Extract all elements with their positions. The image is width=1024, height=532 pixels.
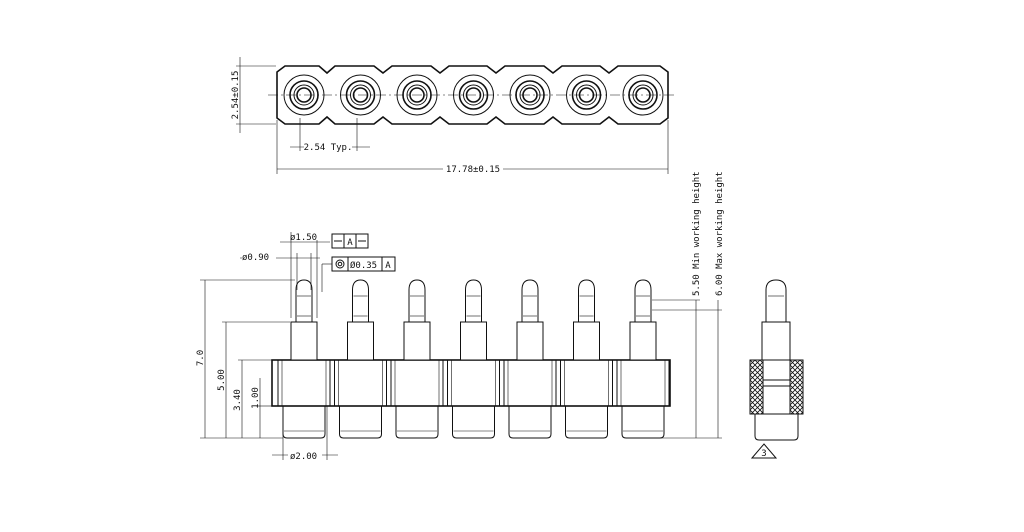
datum-box (331, 233, 369, 249)
side-housing-left (749, 359, 764, 415)
dim-height-body: 5.00 (217, 369, 227, 391)
dim-height-shoulder: 3.40 (233, 389, 243, 411)
pin-barrel (629, 321, 657, 361)
pin-barrel (347, 321, 374, 361)
plunger-tip (352, 279, 369, 322)
pin-tail (339, 406, 382, 439)
dim-dia-1-50: ø1.50 (290, 233, 317, 243)
housing-body (271, 359, 671, 407)
front-view-pin (334, 279, 387, 439)
note-triangle-icon (750, 443, 778, 459)
plunger-tip (521, 279, 539, 322)
plunger-tip (465, 279, 482, 322)
front-view-pin (616, 279, 670, 439)
pin-barrel (460, 321, 487, 361)
dim-min-working-height: 5.50 Min working height (692, 171, 702, 296)
dim-pitch-height: 2.54±0.15 (231, 71, 241, 120)
dim-dia-2-00: ø2.00 (290, 452, 317, 462)
pin-tail (565, 406, 608, 439)
dim-height-total: 7.0 (196, 350, 206, 366)
side-barrel (761, 321, 791, 363)
front-view-pin (503, 279, 557, 439)
concentricity-tolerance: Ø0.35 (350, 260, 377, 271)
dim-max-working-height: 6.00 Max working height (715, 171, 725, 296)
front-view-pin (277, 279, 331, 439)
pin-barrel (516, 321, 544, 361)
front-view-pin (447, 279, 500, 439)
plunger-tip (634, 279, 652, 322)
pin-tail (508, 406, 552, 439)
pin-tail (452, 406, 495, 439)
plunger-tip (408, 279, 426, 322)
dim-dia-0-90: ø0.90 (242, 253, 269, 263)
plunger-tip (578, 279, 595, 322)
dim-height-tail: 1.00 (251, 387, 261, 409)
pin-tail (282, 406, 326, 439)
pin-barrel (290, 321, 318, 361)
pin-tail (621, 406, 665, 439)
note-number: 3 (761, 449, 766, 459)
datum-label: A (347, 238, 353, 248)
top-view: 2.54±0.15 2.54 Typ. 17.78±0.15 (231, 57, 676, 175)
concentricity-datum: A (385, 261, 391, 271)
pin-barrel (573, 321, 600, 361)
concentricity-symbol-icon (335, 259, 345, 269)
front-view-pin (560, 279, 613, 439)
dim-pitch-typ: 2.54 Typ. (304, 143, 353, 153)
dim-overall-length: 17.78±0.15 (446, 165, 500, 175)
side-tail (754, 414, 799, 441)
side-view: 3 (749, 279, 804, 459)
pin-tail (395, 406, 439, 439)
side-housing-right (789, 359, 804, 415)
front-view-pins (277, 279, 670, 439)
front-view: ø1.50 A Ø0.35 A ø0.90 ø2.00 7.0 (196, 171, 725, 462)
front-view-pin (390, 279, 444, 439)
side-plunger (765, 279, 787, 322)
plunger-tip (295, 279, 313, 322)
top-view-outline (276, 65, 669, 125)
pin-barrel (403, 321, 431, 361)
